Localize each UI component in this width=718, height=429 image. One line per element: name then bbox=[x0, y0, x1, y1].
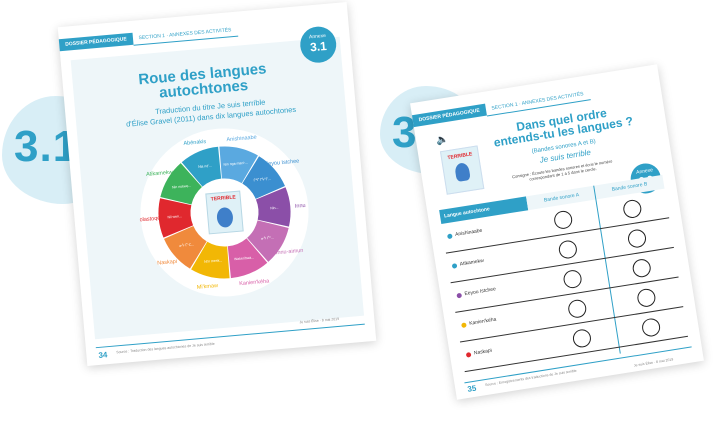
book-cover-title: TERRIBLE bbox=[447, 151, 473, 162]
wheel-segment bbox=[227, 238, 268, 279]
wheel-inner-label: Nia nd'... bbox=[198, 164, 212, 169]
language-color-dot bbox=[456, 292, 463, 298]
language-name: Atikamekw bbox=[459, 257, 485, 268]
page-annexe-3-1: DOSSIER PÉDAGOGIQUE SECTION 1 · ANNEXES … bbox=[57, 2, 377, 366]
answer-circle-a[interactable] bbox=[562, 268, 583, 290]
language-name: Anishinaabe bbox=[454, 227, 483, 238]
answer-circle-b[interactable] bbox=[636, 287, 657, 309]
wheel-inner-label: Nin... bbox=[270, 206, 279, 211]
wheel-segment bbox=[242, 156, 286, 199]
footer-note: Source : Traduction des langues autochto… bbox=[116, 341, 215, 355]
wheel-inner-label: Wakerihwá... bbox=[234, 256, 254, 262]
wheel-inner-label: Ni'n mesk... bbox=[204, 258, 222, 264]
answer-circle-b[interactable] bbox=[622, 198, 643, 220]
wheel-outer-label: Wolastoqey bbox=[134, 215, 163, 223]
language-name: Kanien'kéha bbox=[468, 316, 497, 327]
wheel-segment bbox=[255, 187, 291, 227]
answer-circle-b[interactable] bbox=[626, 228, 648, 249]
answer-circle-a[interactable] bbox=[557, 239, 579, 260]
wheel-outer-label: Abénakis bbox=[183, 139, 206, 147]
book-cover-title: TERRIBLE bbox=[211, 194, 237, 202]
answer-circle-a[interactable] bbox=[571, 328, 593, 349]
header-section: SECTION 1 · ANNEXES DES ACTIVITÉS bbox=[132, 23, 238, 46]
header-tab: DOSSIER PÉDAGOGIQUE bbox=[411, 103, 487, 128]
answer-circle-b[interactable] bbox=[640, 317, 662, 338]
language-color-dot bbox=[451, 262, 458, 269]
language-label: Anishinaabe bbox=[446, 227, 483, 239]
language-label: Kanien'kéha bbox=[460, 316, 497, 328]
badge-number: 3.1 bbox=[309, 38, 328, 55]
wheel-inner-label: Nil wen... bbox=[167, 214, 182, 219]
language-color-dot bbox=[460, 321, 467, 328]
language-label: Eeyou Istchee bbox=[456, 286, 496, 298]
footer-right: Je suis Élise · 8 mai 2019 bbox=[633, 357, 674, 368]
wheel-segment bbox=[164, 226, 207, 269]
monster-icon bbox=[216, 207, 233, 228]
language-color-dot bbox=[446, 232, 453, 239]
wheel-segment bbox=[247, 220, 289, 262]
language-label: Naskapi bbox=[465, 347, 493, 358]
wheel-inner-label: Nin nokwe... bbox=[172, 184, 192, 190]
page-annexe-3-2: DOSSIER PÉDAGOGIQUE SECTION 1 · ANNEXES … bbox=[410, 64, 704, 400]
wheel-outer-label: Innu-aimun bbox=[276, 248, 304, 256]
wheel-inner-label: ᓂᔮ ᒥᔅᑕ... bbox=[179, 241, 195, 248]
header-tab: DOSSIER PÉDAGOGIQUE bbox=[58, 32, 134, 52]
answer-circle-b[interactable] bbox=[631, 257, 653, 279]
wheel-segment bbox=[219, 146, 258, 184]
wheel-segment bbox=[158, 198, 194, 238]
wheel-inner-label: ᓂᔮ ᒌᐦ... bbox=[261, 234, 274, 241]
wheel-outer-label: Naskapi bbox=[157, 259, 177, 267]
page-number: 34 bbox=[98, 350, 108, 360]
answer-circle-a[interactable] bbox=[566, 298, 588, 320]
wheel-outer-label: Anishinaabe bbox=[226, 135, 257, 144]
language-name: Naskapi bbox=[473, 347, 493, 357]
wheel-outer-label: Atikamekw bbox=[146, 170, 173, 178]
speaker-icon: 🔈 bbox=[435, 133, 450, 147]
wheel-outer-label: Eeyou Istchee bbox=[264, 159, 299, 168]
monster-icon bbox=[454, 162, 471, 183]
wheel-segment bbox=[181, 146, 222, 187]
answer-circle-a[interactable] bbox=[552, 209, 574, 231]
wheel-inner-label: Nin nga maci-... bbox=[223, 161, 248, 167]
wheel-inner-label: ᒋᐦᒋ ᒥᔮᐦᒋ... bbox=[253, 175, 271, 182]
language-name: Eeyou Istchee bbox=[464, 286, 497, 298]
language-color-dot bbox=[465, 351, 472, 358]
wheel-segment bbox=[191, 241, 230, 279]
language-label: Atikamekw bbox=[451, 257, 485, 269]
wheel-segment bbox=[160, 163, 202, 205]
wheel-outer-label: Kanien'kéha bbox=[239, 278, 270, 287]
answer-table: Langue autochtone Bande sonore A Bande s… bbox=[439, 174, 689, 378]
wheel-outer-label: Innu bbox=[295, 203, 306, 210]
page-number: 35 bbox=[466, 383, 478, 394]
wheel-outer-label: Mi'kmaw bbox=[197, 283, 219, 291]
book-cover: TERRIBLE bbox=[439, 145, 485, 195]
